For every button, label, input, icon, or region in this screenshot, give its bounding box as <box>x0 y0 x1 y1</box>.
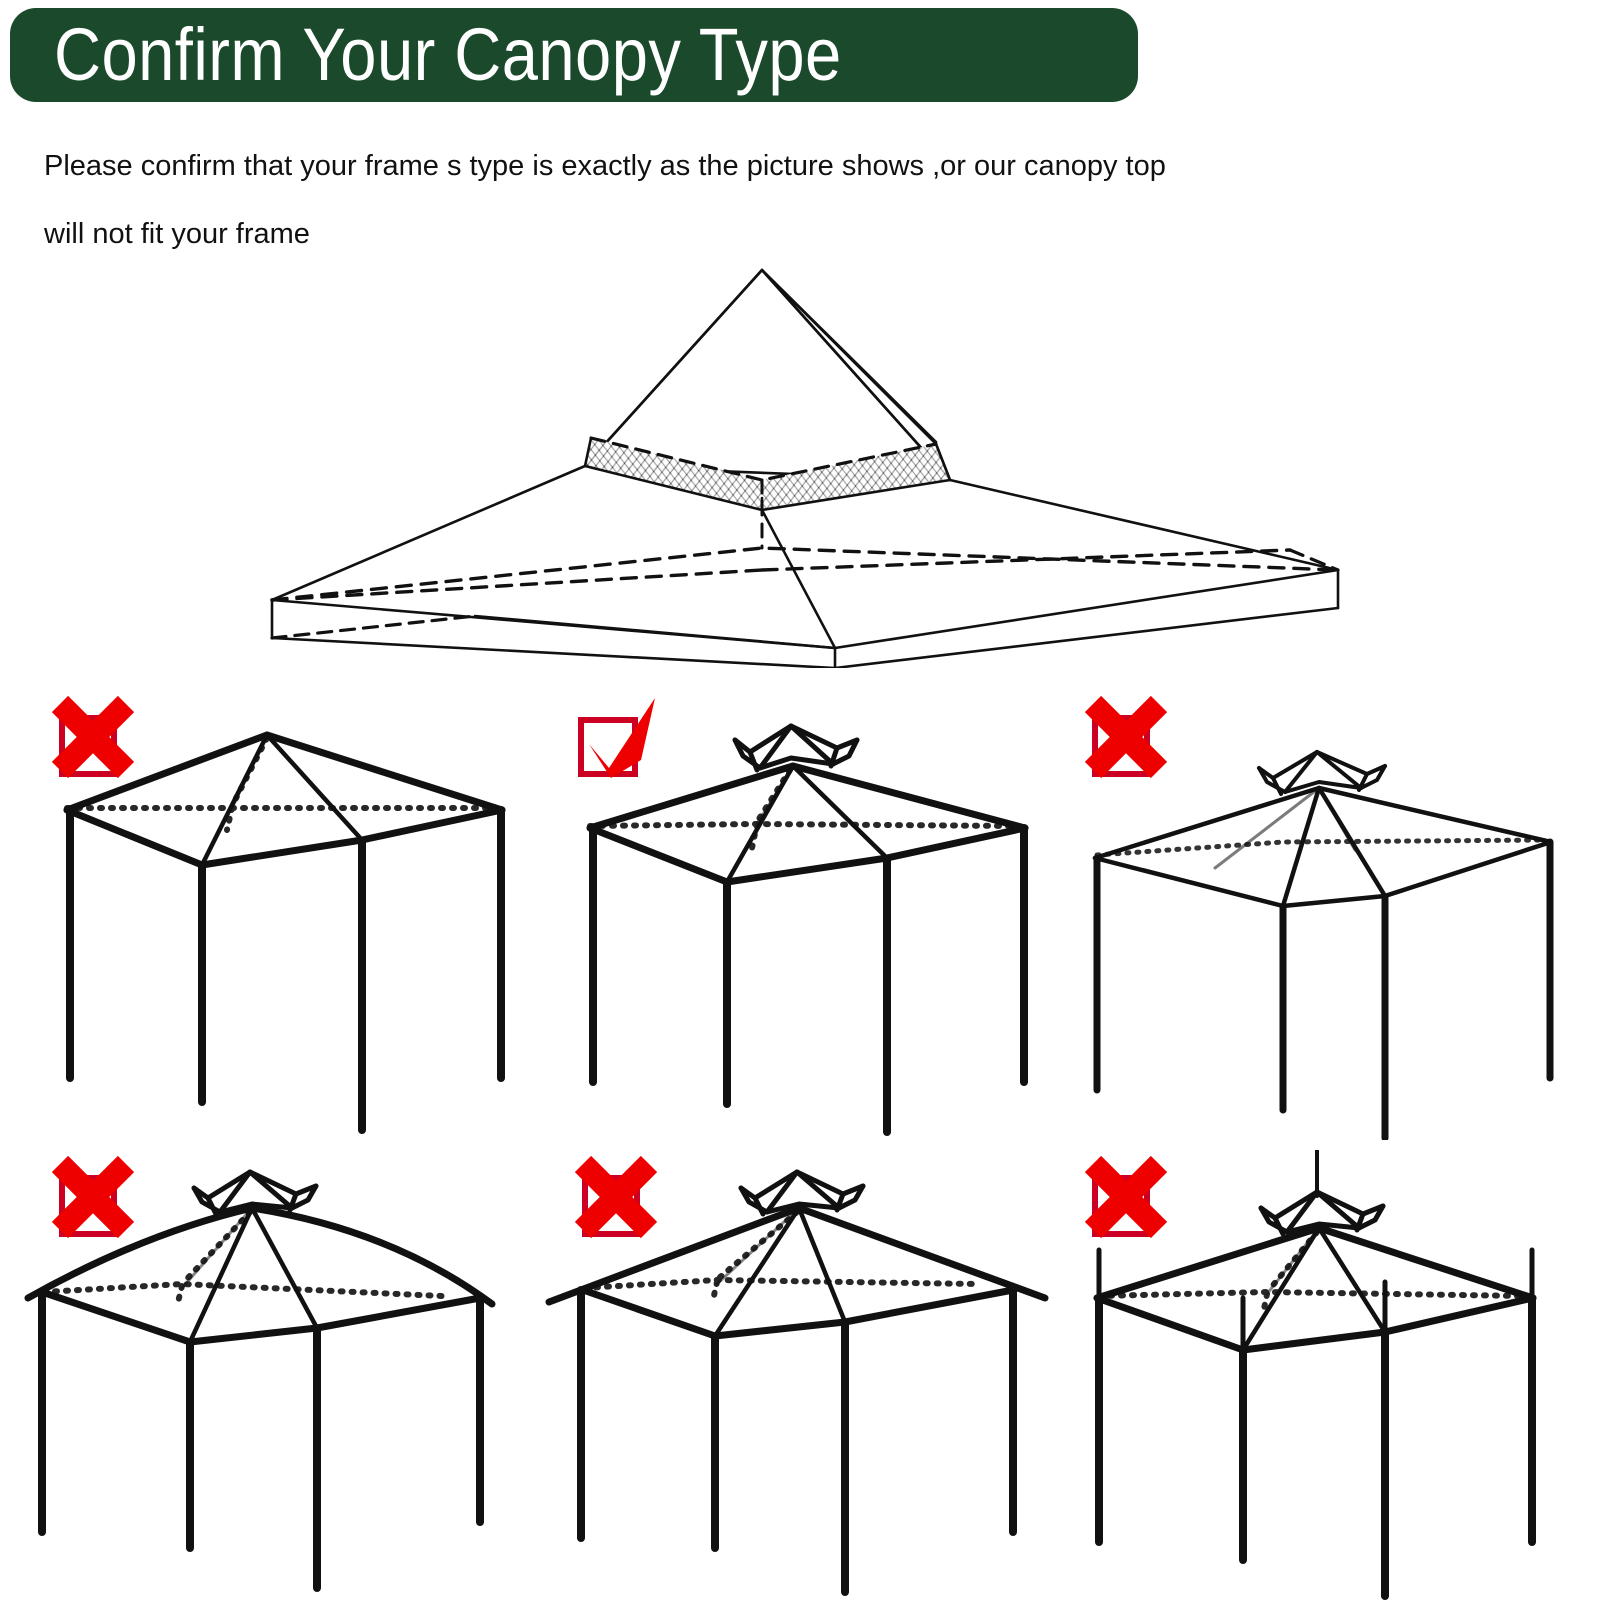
red-x-mark-icon <box>1084 1156 1168 1239</box>
red-x-mark-icon <box>51 1156 135 1239</box>
page-header-banner: Confirm Your Canopy Type <box>10 8 1138 102</box>
gazebo-3-illustration <box>1092 750 1554 1140</box>
gazebo-1-illustration <box>63 731 506 1134</box>
gazebo-card-1[interactable] <box>22 690 542 1140</box>
intro-paragraph: Please confirm that your frame s type is… <box>44 132 1464 268</box>
status-badge-5 <box>571 1156 663 1246</box>
canopy-top-diagram <box>250 248 1360 668</box>
intro-line-1: Please confirm that your frame s type is… <box>44 150 1166 182</box>
page-title: Confirm Your Canopy Type <box>54 13 842 96</box>
red-x-mark-icon <box>1084 696 1168 779</box>
red-check-mark-icon <box>578 698 655 778</box>
gazebo-card-3[interactable] <box>1055 690 1575 1140</box>
gazebo-2-illustration <box>586 723 1029 1136</box>
gazebo-card-4[interactable] <box>22 1150 542 1600</box>
canopy-top-illustration <box>270 268 1340 668</box>
gazebo-card-6[interactable] <box>1055 1150 1575 1600</box>
status-badge-2 <box>571 696 663 786</box>
status-badge-1 <box>48 696 140 786</box>
red-x-mark-icon <box>574 1156 658 1239</box>
gazebo-6-illustration <box>1093 1150 1537 1600</box>
status-badge-6 <box>1081 1156 1173 1246</box>
status-badge-4 <box>48 1156 140 1246</box>
red-x-mark-icon <box>51 696 135 779</box>
gazebo-4-illustration <box>24 1169 496 1592</box>
gazebo-card-2[interactable] <box>545 690 1065 1140</box>
gazebo-5-illustration <box>545 1169 1049 1596</box>
status-badge-3 <box>1081 696 1173 786</box>
gazebo-card-5[interactable] <box>545 1150 1065 1600</box>
gazebo-comparison-grid <box>0 690 1600 1600</box>
intro-line-2: will not fit your frame <box>44 218 310 250</box>
